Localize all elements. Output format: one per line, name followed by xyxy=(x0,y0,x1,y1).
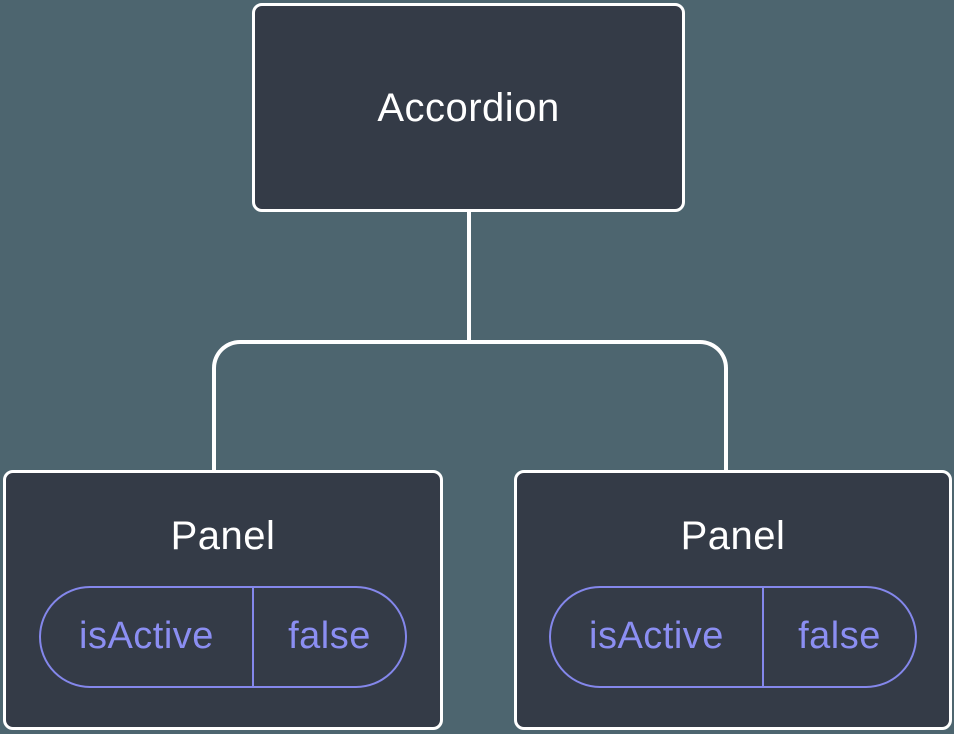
state-value: false xyxy=(798,615,881,657)
panel-node-right: Panel isActive false xyxy=(514,470,952,730)
parent-connector-line xyxy=(467,211,471,342)
accordion-node-label: Accordion xyxy=(377,85,560,130)
state-pill: isActive false xyxy=(549,585,917,688)
accordion-node: Accordion xyxy=(252,3,685,212)
state-name: isActive xyxy=(551,587,764,686)
state-name: isActive xyxy=(41,587,254,686)
state-value: false xyxy=(288,615,371,657)
panel-node-label: Panel xyxy=(170,513,276,558)
panel-node-label: Panel xyxy=(680,513,786,558)
state-pill: isActive false xyxy=(39,585,407,688)
panel-node-left: Panel isActive false xyxy=(3,470,443,730)
children-connector-bracket xyxy=(212,340,728,470)
